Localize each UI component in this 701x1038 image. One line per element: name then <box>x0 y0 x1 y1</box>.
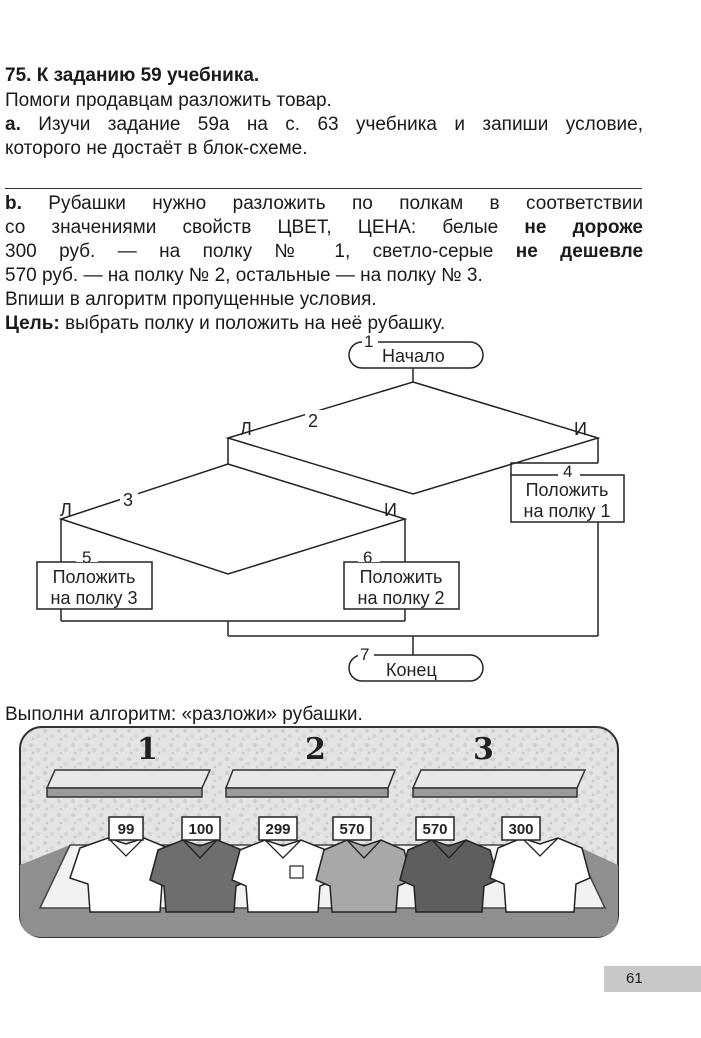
price-tag-3 <box>258 816 298 841</box>
part-b-line5: Впиши в алгоритм пропущенные условия. <box>5 289 377 310</box>
goal-label: Цель: <box>5 313 60 334</box>
shelf-number-1: 1 <box>137 732 158 767</box>
decision-2-false-label: Л <box>240 419 252 439</box>
part-b-text3a: 300 руб. — на полку № 1, светло-серые <box>5 241 516 262</box>
end-number: 7 <box>360 645 369 664</box>
price-tag-4 <box>332 816 372 841</box>
part-b-line4: 570 руб. — на полку № 2, остальные — на … <box>5 265 483 286</box>
part-b-text3b: не дешевле <box>515 241 644 262</box>
price-6: 300 <box>508 821 533 838</box>
part-b-text2a: со значениями свойств ЦВЕТ, ЦЕНА: белые <box>5 217 525 238</box>
price-5: 570 <box>422 821 447 838</box>
answer-line[interactable] <box>5 188 642 189</box>
goal-line: Цель: выбрать полку и положить на неё ру… <box>5 312 643 336</box>
action-5-number: 5 <box>82 548 91 567</box>
price-tag-1 <box>108 816 144 841</box>
price-tag-5 <box>415 816 455 841</box>
decision-3[interactable] <box>58 463 408 575</box>
part-b-text2b: не дороже <box>524 217 643 238</box>
decision-2[interactable] <box>225 381 601 495</box>
price-tag-6 <box>501 816 541 841</box>
price-3: 299 <box>265 821 290 838</box>
part-b-label: b. <box>5 193 22 214</box>
decision-2-true-label: И <box>574 419 587 439</box>
end-terminator <box>348 654 484 682</box>
part-b-line1: b. Рубашки нужно разложить по полкам в с… <box>5 192 643 216</box>
price-tag-2 <box>181 816 221 841</box>
shelf-number-3: 3 <box>473 732 494 767</box>
part-b-line3: 300 руб. — на полку № 1, светло-серые не… <box>5 240 643 264</box>
perform-instruction: Выполни алгоритм: «разложи» рубашки. <box>5 704 363 725</box>
part-b-line2: со значениями свойств ЦВЕТ, ЦЕНА: белые … <box>5 216 643 240</box>
action-4-number: 4 <box>563 462 572 481</box>
part-a-label: a. <box>5 114 21 135</box>
decision-3-false-label: Л <box>60 500 72 520</box>
price-2: 100 <box>188 821 213 838</box>
price-4: 570 <box>339 821 364 838</box>
part-a-line2: которого не достаёт в блок-схеме. <box>5 138 308 159</box>
connector <box>510 462 598 475</box>
action-6-line2: на полку 2 <box>358 588 445 608</box>
action-4-line2: на полку 1 <box>524 501 611 521</box>
action-6-line1: Положить <box>360 567 443 587</box>
decision-3-number: 3 <box>123 490 133 510</box>
shirt-4[interactable] <box>315 839 413 913</box>
start-number: 1 <box>364 332 373 351</box>
end-label: Конец <box>386 660 437 680</box>
shelf-number-2: 2 <box>305 732 326 767</box>
shirt-6[interactable] <box>489 837 591 913</box>
decision-2-number: 2 <box>308 411 318 431</box>
part-b: b. Рубашки нужно разложить по полкам в с… <box>5 192 643 336</box>
shelf-1[interactable] <box>45 769 212 798</box>
shirt-5[interactable] <box>399 839 499 913</box>
goal-text: выбрать полку и положить на неё рубашку. <box>59 313 446 334</box>
part-b-text1: Рубашки нужно разложить по полкам в соот… <box>48 193 643 214</box>
part-a-text1: Изучи задание 59а на с. 63 учебника и за… <box>38 114 643 135</box>
decision-3-true-label: И <box>384 500 397 520</box>
action-4-line1: Положить <box>526 480 609 500</box>
shelf-2[interactable] <box>224 769 397 798</box>
start-label: Начало <box>382 346 445 366</box>
action-shelf-2 <box>343 561 460 610</box>
action-5-line1: Положить <box>53 567 136 587</box>
action-6-number: 6 <box>363 548 372 567</box>
shelf-3[interactable] <box>411 769 587 798</box>
price-1: 99 <box>118 821 135 838</box>
part-a-line1: a. Изучи задание 59а на с. 63 учебника и… <box>5 113 643 137</box>
part-a: a. Изучи задание 59а на с. 63 учебника и… <box>5 113 643 161</box>
page-number: 61 <box>604 966 701 992</box>
start-terminator <box>348 341 484 369</box>
task-intro: Помоги продавцам разложить товар. <box>5 89 643 113</box>
task-title: 75. К заданию 59 учебника. <box>5 65 260 86</box>
intro-line: Помоги продавцам разложить товар. <box>5 90 332 111</box>
action-5-line2: на полку 3 <box>51 588 138 608</box>
